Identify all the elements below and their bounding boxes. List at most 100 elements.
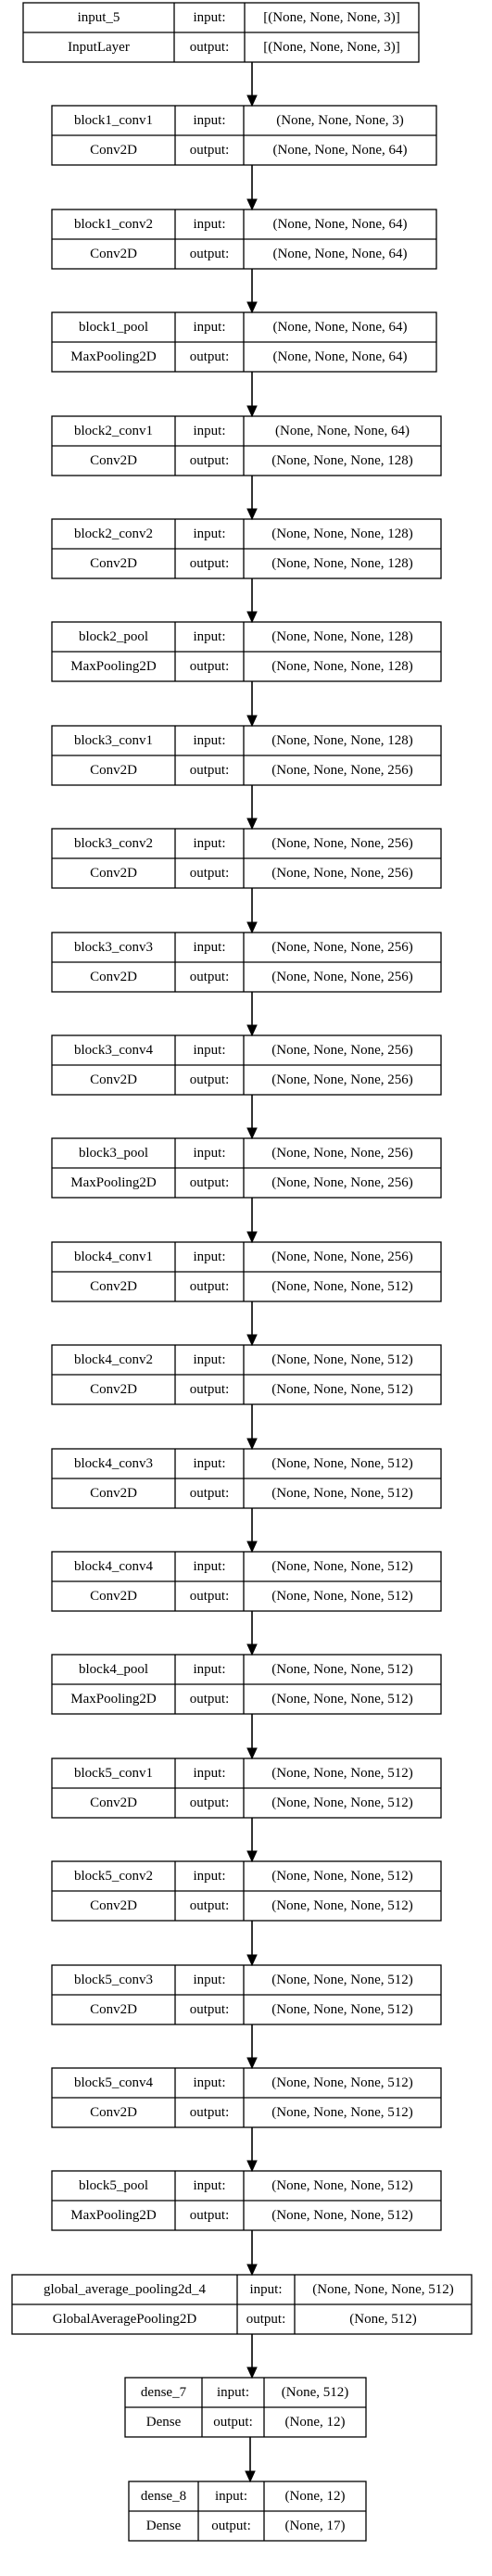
output-label: output: — [213, 2415, 253, 2430]
edge-arrowhead — [246, 2264, 258, 2277]
input-shape: (None, None, None, 256) — [271, 1043, 412, 1058]
input-shape: (None, None, None, 512) — [271, 1559, 412, 1574]
output-shape: (None, None, None, 64) — [273, 143, 408, 158]
output-label: output: — [190, 1486, 230, 1501]
input-shape: (None, None, None, 512) — [271, 2178, 412, 2193]
layer-name: block1_conv1 — [74, 113, 153, 128]
edge-arrowhead — [246, 405, 258, 418]
edge-arrowhead — [246, 1541, 258, 1554]
input-label: input: — [193, 836, 225, 851]
edge-arrowhead — [246, 508, 258, 521]
layer-name: block5_conv2 — [74, 1869, 153, 1884]
output-shape: (None, None, None, 512) — [271, 1796, 412, 1810]
input-shape: (None, None, None, 256) — [271, 836, 412, 851]
layer-name: block4_conv4 — [74, 1559, 153, 1574]
layer-name: block4_conv3 — [74, 1456, 153, 1471]
edge-arrowhead — [246, 921, 258, 934]
input-shape: (None, None, None, 64) — [273, 320, 408, 335]
layer-name: block3_pool — [79, 1146, 148, 1161]
edge-arrowhead — [245, 2470, 256, 2483]
layer-type: MaxPooling2D — [70, 659, 157, 674]
output-label: output: — [190, 2105, 230, 2120]
input-label: input: — [193, 10, 225, 25]
output-label: output: — [190, 143, 230, 158]
output-label: output: — [190, 2002, 230, 2017]
output-shape: (None, 512) — [349, 2312, 416, 2327]
layer-type: Conv2D — [90, 2002, 137, 2017]
input-label: input: — [193, 1869, 225, 1884]
layer-type: MaxPooling2D — [70, 349, 157, 364]
edge-arrowhead — [246, 1334, 258, 1347]
input-label: input: — [193, 940, 225, 955]
output-shape: (None, None, None, 256) — [271, 1072, 412, 1087]
layer-type: Conv2D — [90, 970, 137, 984]
layer-name: block2_conv2 — [74, 527, 153, 541]
output-shape: (None, None, None, 512) — [271, 1382, 412, 1397]
input-label: input: — [193, 1559, 225, 1574]
input-shape: (None, None, None, 512) — [271, 1869, 412, 1884]
edge-arrowhead — [246, 715, 258, 728]
output-label: output: — [190, 1279, 230, 1294]
edge-arrowhead — [246, 1024, 258, 1037]
layer-name: block2_pool — [79, 629, 148, 644]
output-shape: (None, None, None, 128) — [271, 556, 412, 571]
layer-type: Conv2D — [90, 1072, 137, 1087]
input-label: input: — [215, 2489, 247, 2504]
input-shape: (None, None, None, 512) — [271, 1352, 412, 1367]
output-label: output: — [190, 659, 230, 674]
input-label: input: — [193, 1456, 225, 1471]
edge-arrowhead — [246, 1438, 258, 1451]
input-shape: (None, None, None, 512) — [271, 1766, 412, 1781]
layer-type: Conv2D — [90, 763, 137, 778]
layer-type: Conv2D — [90, 453, 137, 468]
output-shape: (None, None, None, 512) — [271, 2002, 412, 2017]
edge-arrowhead — [246, 2367, 258, 2379]
input-label: input: — [193, 320, 225, 335]
output-label: output: — [190, 247, 230, 261]
layer-name: block1_pool — [79, 320, 148, 335]
output-label: output: — [190, 1692, 230, 1707]
input-shape: (None, None, None, 256) — [271, 1146, 412, 1161]
input-shape: (None, None, None, 512) — [271, 1456, 412, 1471]
output-shape: (None, None, None, 128) — [271, 659, 412, 674]
input-label: input: — [193, 2075, 225, 2090]
output-shape: (None, None, None, 256) — [271, 1175, 412, 1190]
input-label: input: — [193, 113, 225, 128]
input-shape: (None, None, None, 512) — [271, 1973, 412, 1987]
input-label: input: — [193, 2178, 225, 2193]
input-label: input: — [193, 424, 225, 438]
layer-type: Conv2D — [90, 1382, 137, 1397]
output-shape: (None, 12) — [285, 2415, 346, 2430]
output-shape: (None, None, None, 512) — [271, 1692, 412, 1707]
output-shape: (None, None, None, 512) — [271, 1279, 412, 1294]
input-shape: (None, None, None, 128) — [271, 733, 412, 748]
layer-type: GlobalAveragePooling2D — [53, 2312, 197, 2327]
output-shape: (None, None, None, 256) — [271, 866, 412, 881]
input-shape: (None, 12) — [285, 2489, 346, 2504]
layer-name: block5_conv3 — [74, 1973, 153, 1987]
output-label: output: — [190, 349, 230, 364]
input-label: input: — [193, 527, 225, 541]
input-label: input: — [217, 2385, 249, 2400]
layer-type: Conv2D — [90, 866, 137, 881]
output-shape: (None, None, None, 512) — [271, 1898, 412, 1913]
layer-type: Dense — [146, 2415, 182, 2430]
input-label: input: — [193, 217, 225, 232]
edge-arrowhead — [246, 1127, 258, 1140]
output-shape: (None, None, None, 128) — [271, 453, 412, 468]
output-shape: (None, None, None, 512) — [271, 2208, 412, 2223]
output-shape: (None, None, None, 256) — [271, 763, 412, 778]
output-label: output: — [190, 1796, 230, 1810]
layer-name: block4_conv1 — [74, 1250, 153, 1264]
edge-arrowhead — [246, 1954, 258, 1967]
layer-name: block1_conv2 — [74, 217, 153, 232]
layer-name: block5_conv4 — [74, 2075, 153, 2090]
input-label: input: — [193, 1973, 225, 1987]
edge-arrowhead — [246, 818, 258, 831]
output-shape: (None, None, None, 512) — [271, 1486, 412, 1501]
output-label: output: — [190, 1175, 230, 1190]
output-label: output: — [190, 1072, 230, 1087]
layer-type: MaxPooling2D — [70, 1692, 157, 1707]
output-label: output: — [190, 970, 230, 984]
layer-type: MaxPooling2D — [70, 1175, 157, 1190]
